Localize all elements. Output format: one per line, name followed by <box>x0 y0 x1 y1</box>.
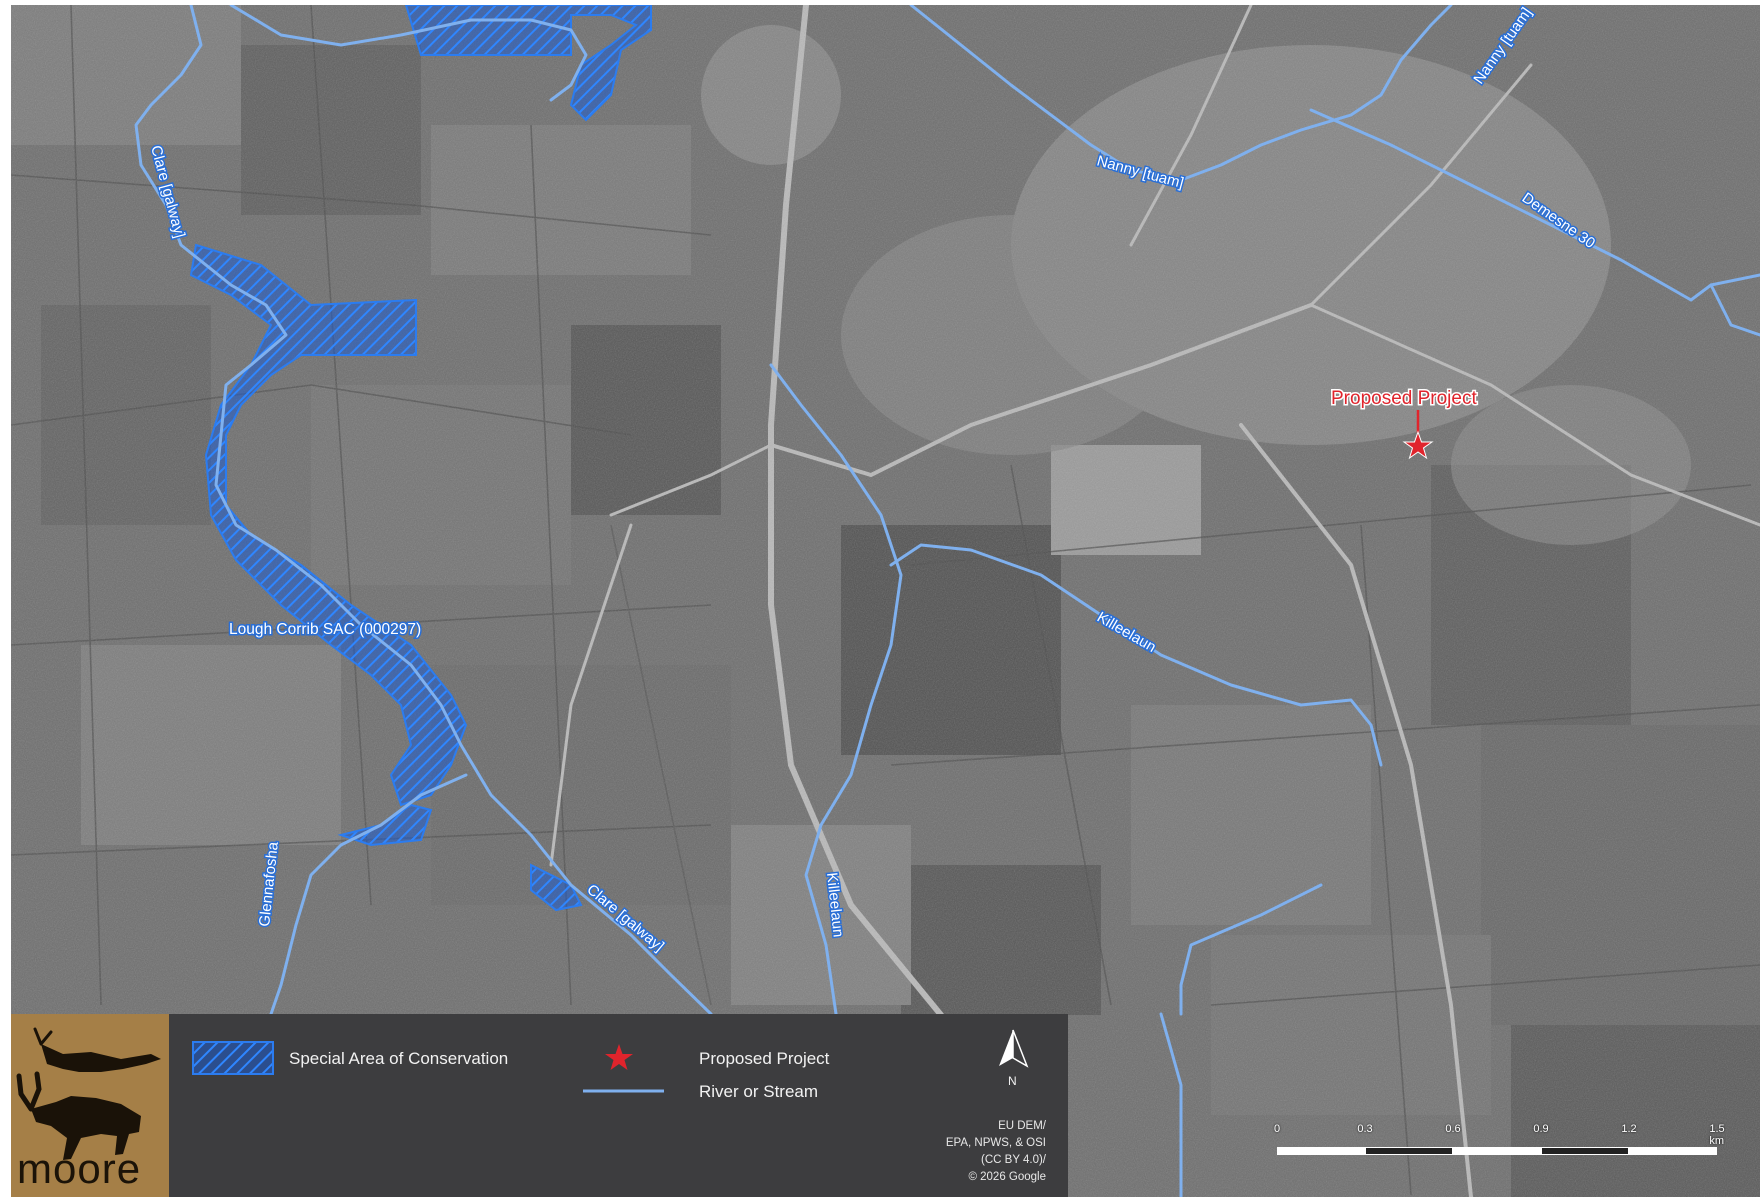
company-logo: moore <box>11 1014 169 1197</box>
scale-segment <box>1541 1147 1629 1155</box>
scale-tick: 0.3 <box>1357 1123 1373 1135</box>
scale-tick: 0 <box>1273 1123 1281 1135</box>
scale-tick: 1.2 <box>1621 1123 1637 1135</box>
map-credits: EU DEM/ EPA, NPWS, & OSI (CC BY 4.0)/ © … <box>946 1118 1046 1186</box>
scale-tick: 0.6 <box>1445 1123 1461 1135</box>
river-glennafosha <box>269 773 468 1016</box>
scale-bar: 0 0.3 0.6 0.9 1.2 1.5 km <box>1261 1123 1725 1173</box>
north-label: N <box>1008 1074 1017 1088</box>
river-killeelaun-south <box>1159 1012 1183 1197</box>
river-clare-upper <box>229 5 588 102</box>
river-killeelaun-west <box>769 363 903 1016</box>
scale-tick: 0.9 <box>1533 1123 1549 1135</box>
legend-river-line <box>583 1089 664 1093</box>
credit-line: EPA, NPWS, & OSI <box>945 1137 1046 1149</box>
scale-tick: 1.5 km <box>1709 1123 1725 1147</box>
river-south <box>1179 883 1323 1016</box>
credit-line: (CC BY 4.0)/ <box>981 1154 1046 1166</box>
proposed-project-marker[interactable]: Proposed Project <box>1330 387 1479 460</box>
scale-segment <box>1453 1147 1541 1155</box>
river-network[interactable] <box>134 5 1760 1197</box>
scale-segment <box>1277 1147 1365 1155</box>
label-proposed-project: Proposed Project <box>1331 388 1477 409</box>
legend-sac-label: Special Area of Conservation <box>289 1049 509 1068</box>
scale-segment <box>1365 1147 1453 1155</box>
label-sac: Lough Corrib SAC (000297) <box>229 621 421 638</box>
map-canvas[interactable]: Clare [galway] Clare [galway] Nanny [tua… <box>11 5 1760 1197</box>
legend-sac-swatch <box>192 1041 274 1075</box>
star-icon <box>1402 430 1434 460</box>
legend-star-icon <box>605 1044 633 1070</box>
legend-panel: moore Special Area of Conservation Propo… <box>11 1014 1068 1197</box>
river-demesne-branch <box>1709 283 1760 337</box>
legend-project-label: Proposed Project <box>699 1049 830 1068</box>
north-arrow-icon <box>999 1029 1029 1068</box>
river-nanny <box>909 5 1453 182</box>
scale-segment <box>1629 1147 1717 1155</box>
logo-text: moore <box>17 1145 142 1192</box>
credit-line: EU DEM/ <box>998 1120 1046 1132</box>
legend-river-label: River or Stream <box>699 1082 819 1101</box>
credit-line: © 2026 Google <box>968 1171 1046 1183</box>
river-clare <box>134 5 713 1016</box>
map-frame[interactable]: Clare [galway] Clare [galway] Nanny [tua… <box>11 5 1760 1197</box>
river-killeelaun-east <box>889 543 1383 767</box>
river-demesne <box>1309 108 1760 302</box>
